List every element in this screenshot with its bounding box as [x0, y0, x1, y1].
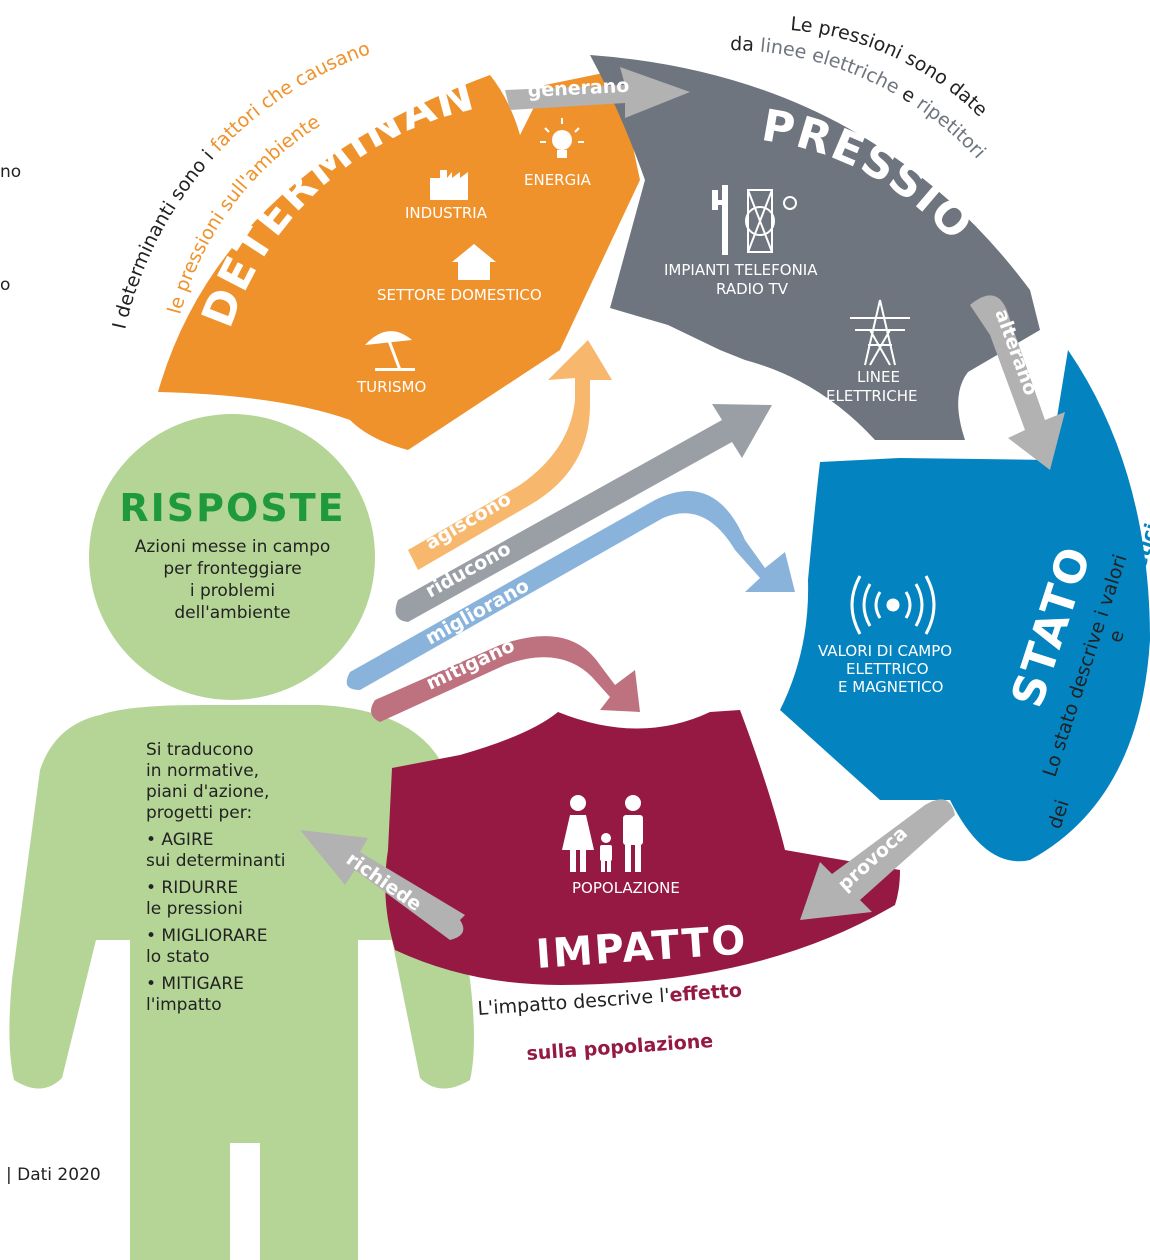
impianti-label-2: RADIO TV: [716, 280, 789, 298]
antenna-icon: [712, 185, 797, 255]
risposte-body-line: Si traducono: [146, 740, 254, 760]
risposte-title: RISPOSTE: [119, 486, 346, 530]
risposte-leg-gap: [230, 1143, 260, 1260]
pressioni-segment: [590, 55, 1040, 440]
arrow-alterano: alterano: [970, 295, 1065, 470]
family-icon: [562, 795, 643, 872]
energia-label: ENERGIA: [524, 171, 592, 189]
impatto-annotation-1: L'impatto descrive l'effetto: [477, 980, 743, 1020]
impatto-annotation-2: sulla popolazione: [526, 1030, 714, 1065]
risposte-description: Azioni messe in campo per fronteggiare i…: [105, 536, 360, 624]
cropped-text-no: no: [0, 162, 21, 182]
settore-domestico-label: SETTORE DOMESTICO: [377, 286, 542, 304]
industria-label: INDUSTRIA: [405, 204, 488, 222]
pylon-icon: [850, 299, 910, 366]
stato-segment: [780, 350, 1150, 862]
risposte-body-line: piani d'azione,: [146, 782, 270, 802]
bullet-agire: • AGIRE sui determinanti: [146, 830, 286, 871]
risposte-desc-line: Azioni messe in campo: [134, 537, 331, 557]
stato-label-2: ELETTRICO: [846, 660, 929, 678]
bullet-migliorare: • MIGLIORARE lo stato: [146, 926, 268, 967]
beach-umbrella-icon: [365, 331, 415, 371]
house-icon: [452, 244, 496, 280]
impianti-label-1: IMPIANTI TELEFONIA: [664, 261, 818, 279]
popolazione-label: POPOLAZIONE: [572, 879, 680, 897]
impatto-segment: [385, 710, 900, 985]
risposte-body: Si traducono in normative, piani d'azion…: [146, 740, 346, 1016]
risposte-desc-line: i problemi: [189, 581, 276, 601]
arrow-generano-label: generano: [527, 75, 630, 102]
bullet-mitigare: • MITIGARE l'impatto: [146, 974, 244, 1015]
determinanti-segment: [158, 70, 640, 450]
linee-label-1: LINEE: [857, 368, 900, 386]
stato-label-3: E MAGNETICO: [838, 678, 943, 696]
cropped-text-o: o: [0, 275, 10, 295]
signal-waves-icon: [850, 575, 936, 635]
turismo-label: TURISMO: [356, 378, 426, 396]
arrow-generano: generano: [505, 67, 690, 118]
lightbulb-icon: [540, 118, 584, 158]
footer-text: | Dati 2020: [6, 1165, 101, 1185]
bullet-ridurre: • RIDURRE le pressioni: [146, 878, 243, 919]
risposte-body-line: in normative,: [146, 761, 260, 781]
linee-label-2: ELETTRICHE: [826, 387, 917, 405]
risposte-head: [89, 414, 375, 700]
factory-icon: [430, 170, 468, 200]
risposte-body-line: progetti per:: [146, 803, 253, 823]
risposte-desc-line: per fronteggiare: [163, 559, 302, 579]
stato-label-1: VALORI DI CAMPO: [818, 642, 952, 660]
risposte-desc-line: dell'ambiente: [174, 603, 291, 623]
